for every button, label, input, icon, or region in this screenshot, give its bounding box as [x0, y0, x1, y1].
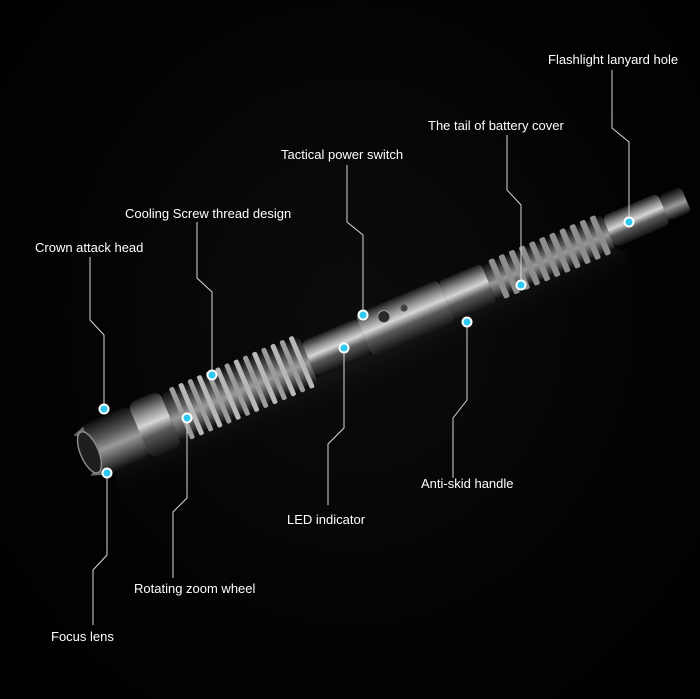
- handle-grip: [488, 215, 611, 299]
- marker-lanyard: [623, 216, 635, 228]
- leader-lanyard: [611, 70, 630, 222]
- cooling-fin: [279, 340, 306, 393]
- label-focus-lens: Focus lens: [51, 629, 114, 644]
- grip-ridge: [509, 249, 530, 290]
- led-window: [400, 304, 408, 312]
- cooling-fin: [178, 383, 204, 436]
- marker-cooling: [206, 369, 218, 381]
- leader-crown: [89, 257, 105, 409]
- grip-ridge: [590, 215, 611, 256]
- cooling-fin: [187, 379, 214, 432]
- marker-crown: [98, 403, 110, 415]
- cooling-fins: [169, 336, 315, 440]
- cooling-fin: [252, 351, 278, 405]
- grip-ridge: [579, 219, 601, 260]
- cooling-fin: [169, 386, 195, 440]
- cooling-fin: [261, 347, 287, 401]
- cooling-fin: [289, 336, 315, 389]
- grip-ridge: [498, 254, 520, 295]
- marker-zoom: [181, 412, 193, 424]
- switch-button: [377, 310, 391, 324]
- label-led-indicator: LED indicator: [287, 512, 366, 527]
- label-tail-of-battery-cover: The tail of battery cover: [428, 118, 564, 133]
- cooling-fin: [206, 371, 232, 424]
- leader-cooling: [196, 222, 213, 375]
- leader-zoom: [172, 418, 188, 578]
- leader-switch: [346, 165, 364, 315]
- grip-ridge: [559, 228, 581, 269]
- grip-ridge: [549, 232, 571, 273]
- marker-led: [338, 342, 350, 354]
- label-crown-attack-head: Crown attack head: [35, 240, 144, 255]
- cooling-fin: [233, 359, 260, 412]
- grip-ridge: [488, 258, 510, 299]
- switch-housing: [356, 281, 454, 356]
- floor-reflection: [115, 247, 633, 501]
- cooling-fin: [243, 355, 269, 408]
- cooling-fin: [196, 375, 223, 428]
- neck: [302, 319, 370, 376]
- grip-ridge: [529, 241, 550, 282]
- marker-focus: [101, 467, 113, 479]
- label-tactical-power-switch: Tactical power switch: [281, 147, 404, 162]
- zoom-wheel: [129, 392, 180, 457]
- tail-end: [659, 187, 690, 220]
- marker-switch: [357, 309, 369, 321]
- lens-face: [76, 431, 103, 474]
- leader-focus: [92, 473, 108, 625]
- grip-ridge: [539, 237, 561, 277]
- collar: [439, 264, 496, 319]
- cooling-fin: [270, 343, 296, 397]
- grip-ridge: [569, 224, 591, 264]
- leader-antiskid: [452, 322, 468, 478]
- label-rotating-zoom-wheel: Rotating zoom wheel: [134, 581, 256, 596]
- label-flashlight-lanyard-hole: Flashlight lanyard hole: [548, 52, 679, 67]
- cooling-fin: [224, 363, 250, 416]
- laser-pointer-body: [73, 187, 690, 476]
- marker-antiskid: [461, 316, 473, 328]
- grip-ridge: [519, 245, 540, 286]
- callout-markers: [98, 216, 635, 479]
- tail-cap: [603, 194, 669, 246]
- cooling-fin: [215, 367, 241, 420]
- label-anti-skid-handle: Anti-skid handle: [421, 476, 514, 491]
- leader-lines: [89, 70, 630, 625]
- label-cooling-screw-thread-design: Cooling Screw thread design: [125, 206, 292, 221]
- leader-tail: [506, 135, 522, 285]
- leader-led: [327, 348, 345, 505]
- marker-tail: [515, 279, 527, 291]
